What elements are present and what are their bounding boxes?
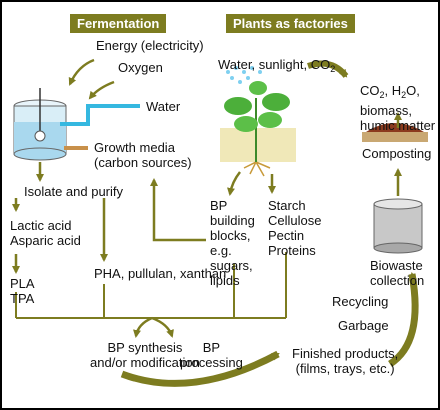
label-bp-synthesis: BP synthesis and/or modification bbox=[90, 340, 200, 370]
label-pha: PHA, pullulan, xanthan bbox=[94, 266, 227, 281]
arrow-oxygen bbox=[88, 80, 115, 100]
water-pipe bbox=[60, 104, 140, 126]
label-bp-blocks: BP building blocks, e.g. sugars, lipids bbox=[210, 198, 255, 288]
h2o-subscript: 2 bbox=[401, 90, 407, 100]
label-recycling: Recycling bbox=[332, 294, 389, 309]
label-isolate-purify: Isolate and purify bbox=[24, 184, 124, 199]
co2-text: CO bbox=[360, 83, 380, 98]
label-co2-products: CO2, H2O,biomass, humic matter bbox=[360, 68, 435, 133]
label-plant-inputs: Water, sunlight, CO2 bbox=[218, 42, 335, 77]
arrow-to-synthesis bbox=[133, 316, 153, 338]
label-acids: Lactic acid Asparic acid bbox=[10, 218, 81, 248]
label-pla-tpa: PLA TPA bbox=[10, 276, 35, 306]
h2o-suffix: O, bbox=[406, 83, 420, 98]
plant-inputs-subscript: 2 bbox=[330, 64, 336, 74]
label-garbage: Garbage bbox=[338, 318, 389, 333]
label-composting: Composting bbox=[362, 146, 432, 161]
label-water: Water bbox=[146, 99, 181, 114]
co2-subscript: 2 bbox=[379, 90, 385, 100]
arrow-to-finished bbox=[120, 350, 280, 387]
label-finished-products: Finished products, (films, trays, etc.) bbox=[292, 346, 399, 376]
label-oxygen: Oxygen bbox=[118, 60, 163, 75]
label-bp-processing: BP processing bbox=[180, 340, 243, 370]
arrow-plants-to-co2 bbox=[307, 60, 349, 78]
arrow-to-bp-blocks bbox=[227, 171, 241, 196]
biowaste-bin-icon bbox=[373, 198, 423, 254]
header-plants: Plants as factories bbox=[226, 14, 355, 33]
arrow-to-processing bbox=[151, 316, 174, 338]
label-biowaste: Biowaste collection bbox=[370, 258, 425, 288]
label-energy: Energy (electricity) bbox=[96, 38, 204, 53]
arrow-to-biowaste bbox=[387, 272, 419, 367]
plant-inputs-text: Water, sunlight, CO bbox=[218, 57, 331, 72]
label-polymers: Starch Cellulose Pectin Proteins bbox=[268, 198, 322, 258]
water-droplets-icon bbox=[226, 66, 262, 84]
header-fermentation: Fermentation bbox=[70, 14, 167, 33]
h2o-text: , H bbox=[384, 83, 402, 98]
plant-icon bbox=[220, 81, 296, 177]
arrow-energy bbox=[68, 58, 95, 86]
arrow-feedback-growth-media bbox=[150, 178, 206, 242]
biomass-humic-text: biomass, humic matter bbox=[360, 103, 436, 133]
fermenter-icon bbox=[13, 88, 67, 161]
compost-heap-icon bbox=[362, 123, 428, 142]
label-growth-media: Growth media (carbon sources) bbox=[94, 140, 192, 170]
